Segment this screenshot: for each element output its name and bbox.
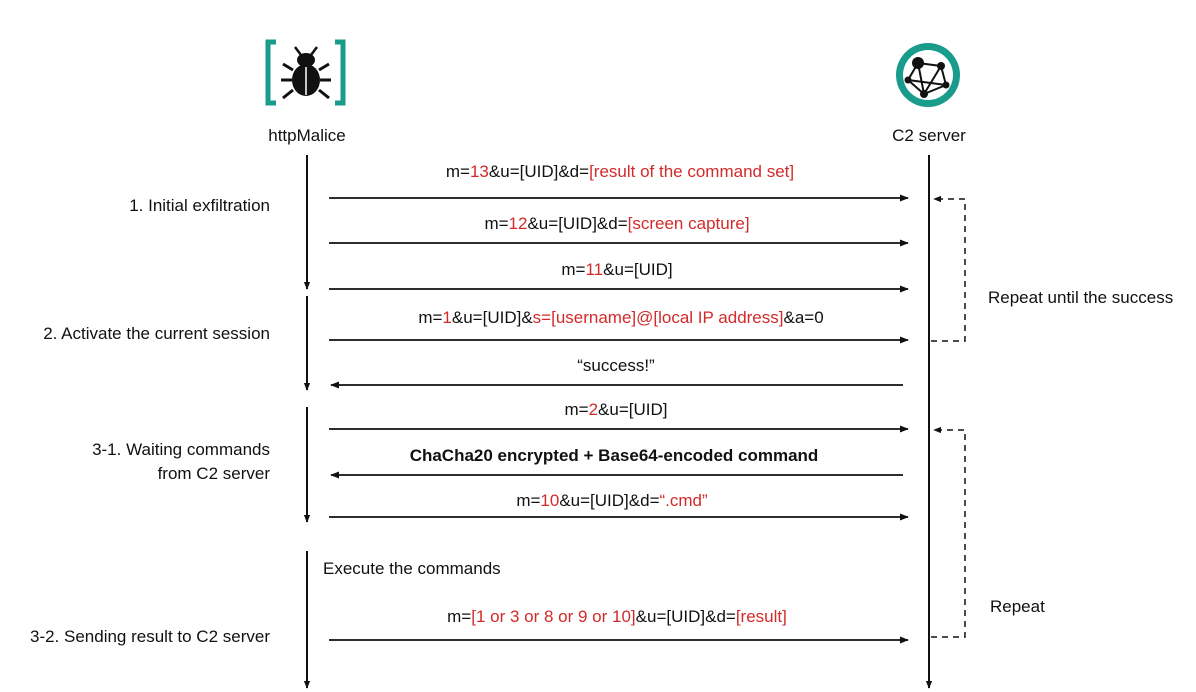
message-text-part: m=	[447, 607, 472, 626]
message-arrows	[329, 194, 909, 644]
message-text-part: m=	[561, 260, 586, 279]
message-text-part: &u=[UID]&d=	[635, 607, 736, 626]
loop-label-repeat-until-success: Repeat until the success	[988, 288, 1174, 307]
phase-label-waiting-commands-line2: from C2 server	[157, 464, 270, 483]
message-label-8: m=10&u=[UID]&d=“.cmd”	[516, 491, 707, 511]
message-text-part: &u=[UID]&d=	[559, 491, 660, 510]
actor-label-client: httpMalice	[268, 126, 346, 145]
loop-bracket-1	[931, 195, 966, 342]
message-label-5: “success!”	[577, 356, 654, 376]
message-text-part: 11	[585, 260, 604, 279]
message-text-part: m=	[484, 214, 509, 233]
message-text-part: 12	[508, 214, 528, 233]
phase-label-waiting-commands-line1: 3-1. Waiting commands	[92, 440, 270, 459]
bug-icon	[265, 39, 346, 106]
bracket-right	[335, 39, 346, 106]
phase-label-activate-session: 2. Activate the current session	[43, 324, 270, 343]
message-text-part: m=	[516, 491, 541, 510]
message-text-part: [result]	[735, 607, 787, 626]
message-text-part: &u=[UID]&d=	[488, 162, 590, 181]
globe-network-icon	[896, 43, 960, 107]
message-label-6: m=2&u=[UID]	[564, 400, 667, 420]
message-text-part: &a=0	[783, 308, 824, 327]
message-text-part: “.cmd”	[659, 491, 708, 510]
message-text-part: 10	[540, 491, 560, 510]
phase-label-initial-exfiltration: 1. Initial exfiltration	[129, 196, 270, 215]
message-text-part: 13	[469, 162, 489, 181]
message-text-part: ChaCha20 encrypted + Base64-encoded comm…	[409, 446, 819, 465]
message-text-part: [result of the command set]	[589, 162, 795, 181]
message-text-part: 1	[442, 308, 452, 327]
message-text-part: “success!”	[577, 356, 655, 375]
message-text-part: [1 or 3 or 8 or 9 or 10]	[471, 607, 636, 626]
message-text-part: &u=[UID]	[603, 260, 673, 279]
message-text-part: [screen capture]	[627, 214, 750, 233]
phase-label-sending-result: 3-2. Sending result to C2 server	[29, 627, 270, 646]
actor-label-server: C2 server	[892, 126, 966, 145]
message-label-7: ChaCha20 encrypted + Base64-encoded comm…	[410, 446, 819, 466]
note-execute-commands: Execute the commands	[323, 559, 501, 578]
loop-bracket-2	[931, 426, 966, 638]
message-text-part: &u=[UID]&	[451, 308, 533, 327]
message-text-part: &u=[UID]&d=	[527, 214, 628, 233]
message-label-4: m=1&u=[UID]&s=[username]@[local IP addre…	[418, 308, 823, 328]
loop-brackets	[931, 195, 966, 638]
message-label-1: m=13&u=[UID]&d=[result of the command se…	[446, 162, 794, 182]
message-text-part: m=	[418, 308, 443, 327]
message-label-2: m=12&u=[UID]&d=[screen capture]	[484, 214, 749, 234]
message-text-part: &u=[UID]	[598, 400, 668, 419]
loop-label-repeat: Repeat	[990, 597, 1045, 616]
bracket-left	[265, 39, 276, 106]
message-label-9: m=[1 or 3 or 8 or 9 or 10]&u=[UID]&d=[re…	[447, 607, 787, 627]
message-text-part: s=[username]@[local IP address]	[532, 308, 784, 327]
message-text-part: 2	[588, 400, 599, 419]
message-text-part: m=	[445, 162, 470, 181]
message-label-3: m=11&u=[UID]	[561, 260, 672, 280]
message-text-part: m=	[564, 400, 589, 419]
